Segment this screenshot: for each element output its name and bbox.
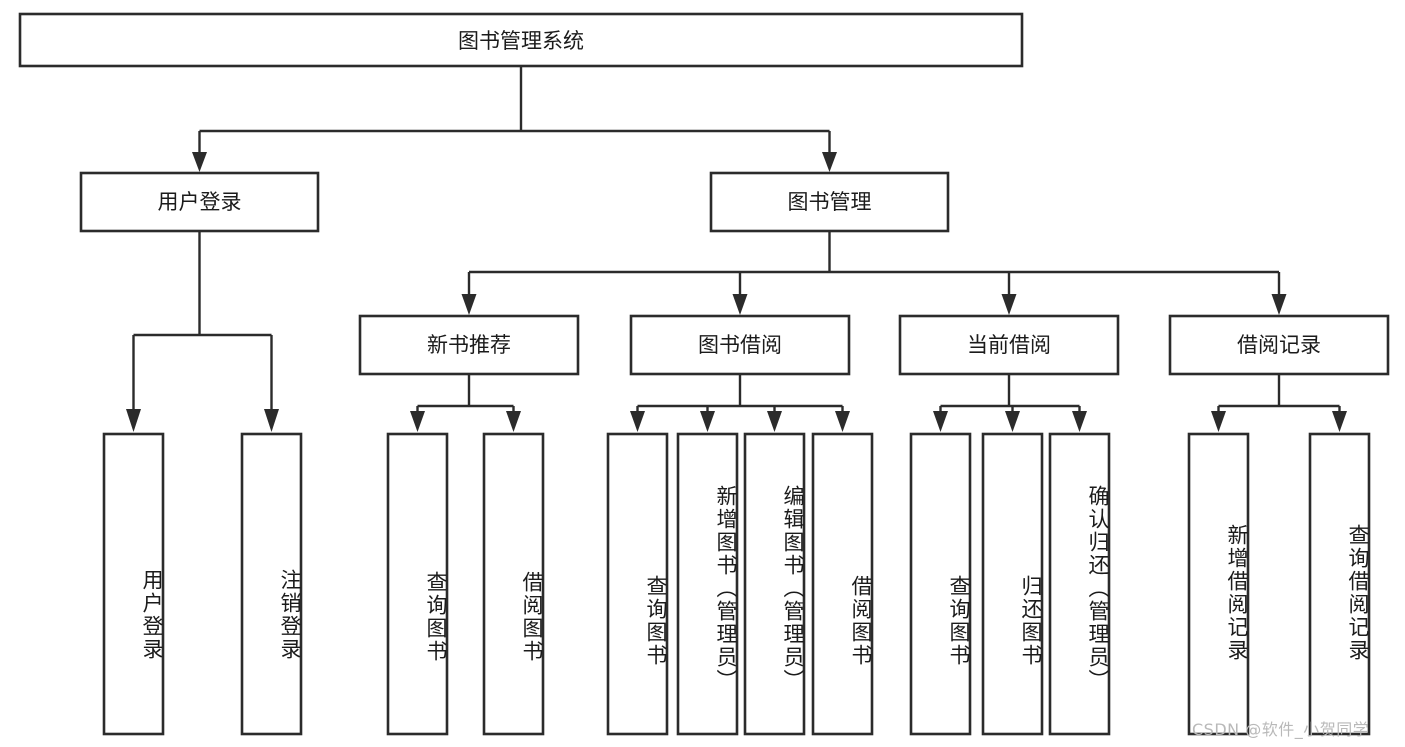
node-leaf-return-book-rect[interactable] — [981, 432, 1044, 736]
arrowhead-leaf-query-book-2 — [630, 411, 645, 432]
arrowhead-leaf-user-login — [126, 409, 141, 432]
node-login-label: 用户登录 — [158, 190, 242, 214]
node-leaf-borrow-book-2-rect[interactable] — [811, 432, 874, 736]
watermark-text: CSDN @软件_小贺同学 — [1192, 720, 1370, 739]
connector-layer — [126, 66, 1347, 432]
node-root-rect[interactable] — [18, 12, 1024, 68]
node-leaf-borrow-book-1-rect[interactable] — [482, 432, 545, 736]
node-current-label: 当前借阅 — [967, 333, 1051, 357]
arrowhead-leaf-return-book — [1005, 411, 1020, 432]
node-records-rect[interactable] — [1168, 314, 1390, 376]
node-bookmgmt-rect[interactable] — [709, 171, 950, 233]
node-borrow-label: 图书借阅 — [698, 333, 782, 357]
node-borrow-rect[interactable] — [629, 314, 851, 376]
node-records-label: 借阅记录 — [1237, 333, 1321, 357]
node-login-rect[interactable] — [79, 171, 320, 233]
arrowhead-current — [1001, 294, 1017, 315]
node-leaf-add-book-rect[interactable] — [676, 432, 739, 736]
node-leaf-edit-book-rect[interactable] — [743, 432, 806, 736]
arrowhead-newbook — [461, 294, 477, 315]
node-leaf-query-record-rect[interactable] — [1308, 432, 1371, 736]
arrowhead-leaf-confirm-return — [1072, 411, 1087, 432]
node-current[interactable]: 当前借阅 — [898, 314, 1120, 376]
node-root[interactable]: 图书管理系统 — [18, 12, 1024, 68]
node-newbook-rect[interactable] — [358, 314, 580, 376]
node-root-label: 图书管理系统 — [458, 29, 584, 53]
arrowhead-leaf-query-book-1 — [410, 411, 425, 432]
node-current-rect[interactable] — [898, 314, 1120, 376]
arrowhead-leaf-query-record — [1332, 411, 1347, 432]
node-bookmgmt[interactable]: 图书管理 — [709, 171, 950, 233]
node-login[interactable]: 用户登录 — [79, 171, 320, 233]
node-leaf-confirm-return-rect[interactable] — [1048, 432, 1111, 736]
arrowhead-leaf-borrow-book-2 — [835, 411, 850, 432]
node-leaf-logout-rect[interactable] — [240, 432, 303, 736]
arrowhead-borrow — [732, 294, 748, 315]
node-layer: 图书管理系统 用户登录 图书管理 新书推荐 图书借阅 当前 — [18, 12, 1390, 736]
arrowhead-leaf-edit-book — [767, 411, 782, 432]
arrowhead-leaf-logout — [264, 409, 279, 432]
arrowhead-bookmgmt — [822, 152, 837, 172]
node-bookmgmt-label: 图书管理 — [788, 190, 872, 214]
node-leaf-add-record-rect[interactable] — [1187, 432, 1250, 736]
node-leaf-query-book-2-rect[interactable] — [606, 432, 669, 736]
node-leaf-query-book-3-rect[interactable] — [909, 432, 972, 736]
node-borrow[interactable]: 图书借阅 — [629, 314, 851, 376]
arrowhead-leaf-add-record — [1211, 411, 1226, 432]
arrowhead-leaf-add-book — [700, 411, 715, 432]
node-records[interactable]: 借阅记录 — [1168, 314, 1390, 376]
arrowhead-leaf-query-book-3 — [933, 411, 948, 432]
arrowhead-leaf-borrow-book-1 — [506, 411, 521, 432]
node-newbook-label: 新书推荐 — [427, 333, 511, 357]
node-newbook[interactable]: 新书推荐 — [358, 314, 580, 376]
node-leaf-query-book-1-rect[interactable] — [386, 432, 449, 736]
node-leaf-user-login-rect[interactable] — [102, 432, 165, 736]
arrowhead-records — [1271, 294, 1287, 315]
arrowhead-login — [192, 152, 207, 172]
